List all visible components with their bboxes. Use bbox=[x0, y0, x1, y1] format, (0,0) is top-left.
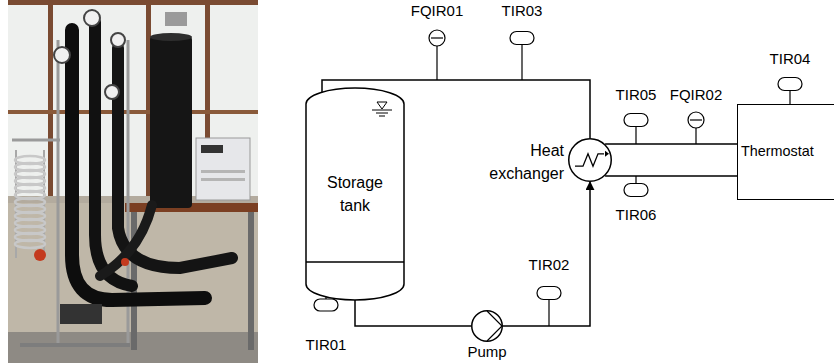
temperature-sensor-symbol bbox=[510, 32, 534, 45]
exchanger-coil bbox=[575, 154, 604, 166]
heat-exchanger-shape bbox=[569, 139, 612, 182]
pipe-line bbox=[503, 182, 590, 326]
pump-circle bbox=[472, 311, 503, 342]
heat-exchanger: Heat exchanger bbox=[568, 138, 612, 182]
pressure-gauge bbox=[84, 10, 100, 26]
text-holder: Heat exchanger bbox=[480, 139, 564, 185]
pump-symbol: Pump bbox=[471, 310, 503, 342]
insulated-hose bbox=[100, 205, 152, 276]
pipe-line bbox=[355, 300, 471, 326]
node-text: Storage tank bbox=[319, 171, 391, 217]
thermostat-unit bbox=[196, 138, 250, 200]
temperature-sensor-symbol bbox=[778, 78, 802, 91]
cooling-coil bbox=[15, 156, 45, 248]
node-text: Heat exchanger bbox=[480, 139, 564, 185]
heat-exchanger-outline bbox=[568, 138, 612, 182]
pressure-gauge bbox=[105, 85, 119, 99]
instrument-tag: TIR03 bbox=[502, 2, 543, 19]
instrument-stem bbox=[635, 176, 636, 184]
instrument-tag: FQIR01 bbox=[411, 2, 464, 19]
pump-symbol-outline bbox=[471, 310, 503, 342]
flow-meter-symbol bbox=[429, 30, 445, 46]
storage-tank: Storage tank bbox=[305, 88, 405, 300]
text-holder: Thermostat bbox=[738, 105, 834, 199]
instrument-stem bbox=[635, 127, 636, 145]
vessel-band bbox=[306, 261, 404, 263]
thermostat-vent bbox=[201, 170, 245, 173]
thermostat-vent bbox=[201, 178, 245, 181]
instrument-tag: TIR06 bbox=[616, 206, 657, 223]
storage-tank-outline bbox=[305, 88, 405, 300]
instrument-tag: TIR02 bbox=[529, 256, 570, 273]
instrument-stem bbox=[521, 45, 522, 81]
thermostat-display bbox=[201, 145, 223, 153]
storage-tank-shape bbox=[306, 88, 404, 300]
thermostat-box: Thermostat bbox=[737, 104, 834, 200]
valve-handle bbox=[34, 249, 46, 261]
tank-cylinder bbox=[150, 36, 192, 208]
flow-meter-symbol bbox=[688, 112, 704, 128]
vessel-outline bbox=[306, 88, 404, 300]
flow-meter-mark bbox=[690, 119, 702, 120]
cylinder-rim bbox=[150, 33, 192, 41]
stand-rod bbox=[57, 40, 60, 345]
pump-mark bbox=[487, 311, 502, 341]
exchanger-circle bbox=[569, 139, 612, 182]
window-frame bbox=[48, 0, 53, 198]
text-holder: Storage tank bbox=[305, 88, 405, 300]
stand-foot bbox=[20, 343, 130, 347]
pressure-gauge bbox=[54, 47, 70, 63]
text-holder: Pump bbox=[467, 344, 506, 361]
flow-meter-mark bbox=[431, 37, 443, 38]
pressure-gauge bbox=[111, 33, 125, 47]
temperature-sensor-symbol bbox=[537, 287, 561, 300]
temperature-sensor-symbol bbox=[314, 299, 338, 311]
node-text: Pump bbox=[467, 344, 506, 361]
instrument-stem bbox=[436, 46, 437, 80]
small-device bbox=[165, 12, 187, 26]
pump-symbol-shape bbox=[472, 311, 503, 342]
node-text: Thermostat bbox=[741, 143, 834, 160]
window-frame bbox=[8, 0, 258, 5]
instrument-tag: FQIR02 bbox=[670, 86, 723, 103]
instrument-stem bbox=[548, 300, 549, 327]
table-leg bbox=[248, 212, 254, 350]
instrument-tag: TIR04 bbox=[770, 50, 811, 67]
temperature-sensor-symbol bbox=[624, 114, 648, 127]
valve-handle bbox=[121, 258, 129, 266]
pipe-line bbox=[605, 144, 737, 176]
temperature-sensor-symbol bbox=[624, 184, 648, 197]
window-frame bbox=[8, 110, 258, 114]
stand-arm bbox=[12, 139, 60, 142]
instrument-tag: TIR01 bbox=[306, 336, 347, 353]
instrument-stem bbox=[789, 91, 790, 105]
instrument-tag: TIR05 bbox=[616, 86, 657, 103]
liquid-level-symbol bbox=[372, 102, 392, 116]
exchanger-arrow bbox=[605, 151, 609, 157]
instrument-stem bbox=[695, 128, 696, 144]
photo-wall bbox=[8, 0, 258, 363]
photo-pump bbox=[60, 304, 102, 324]
